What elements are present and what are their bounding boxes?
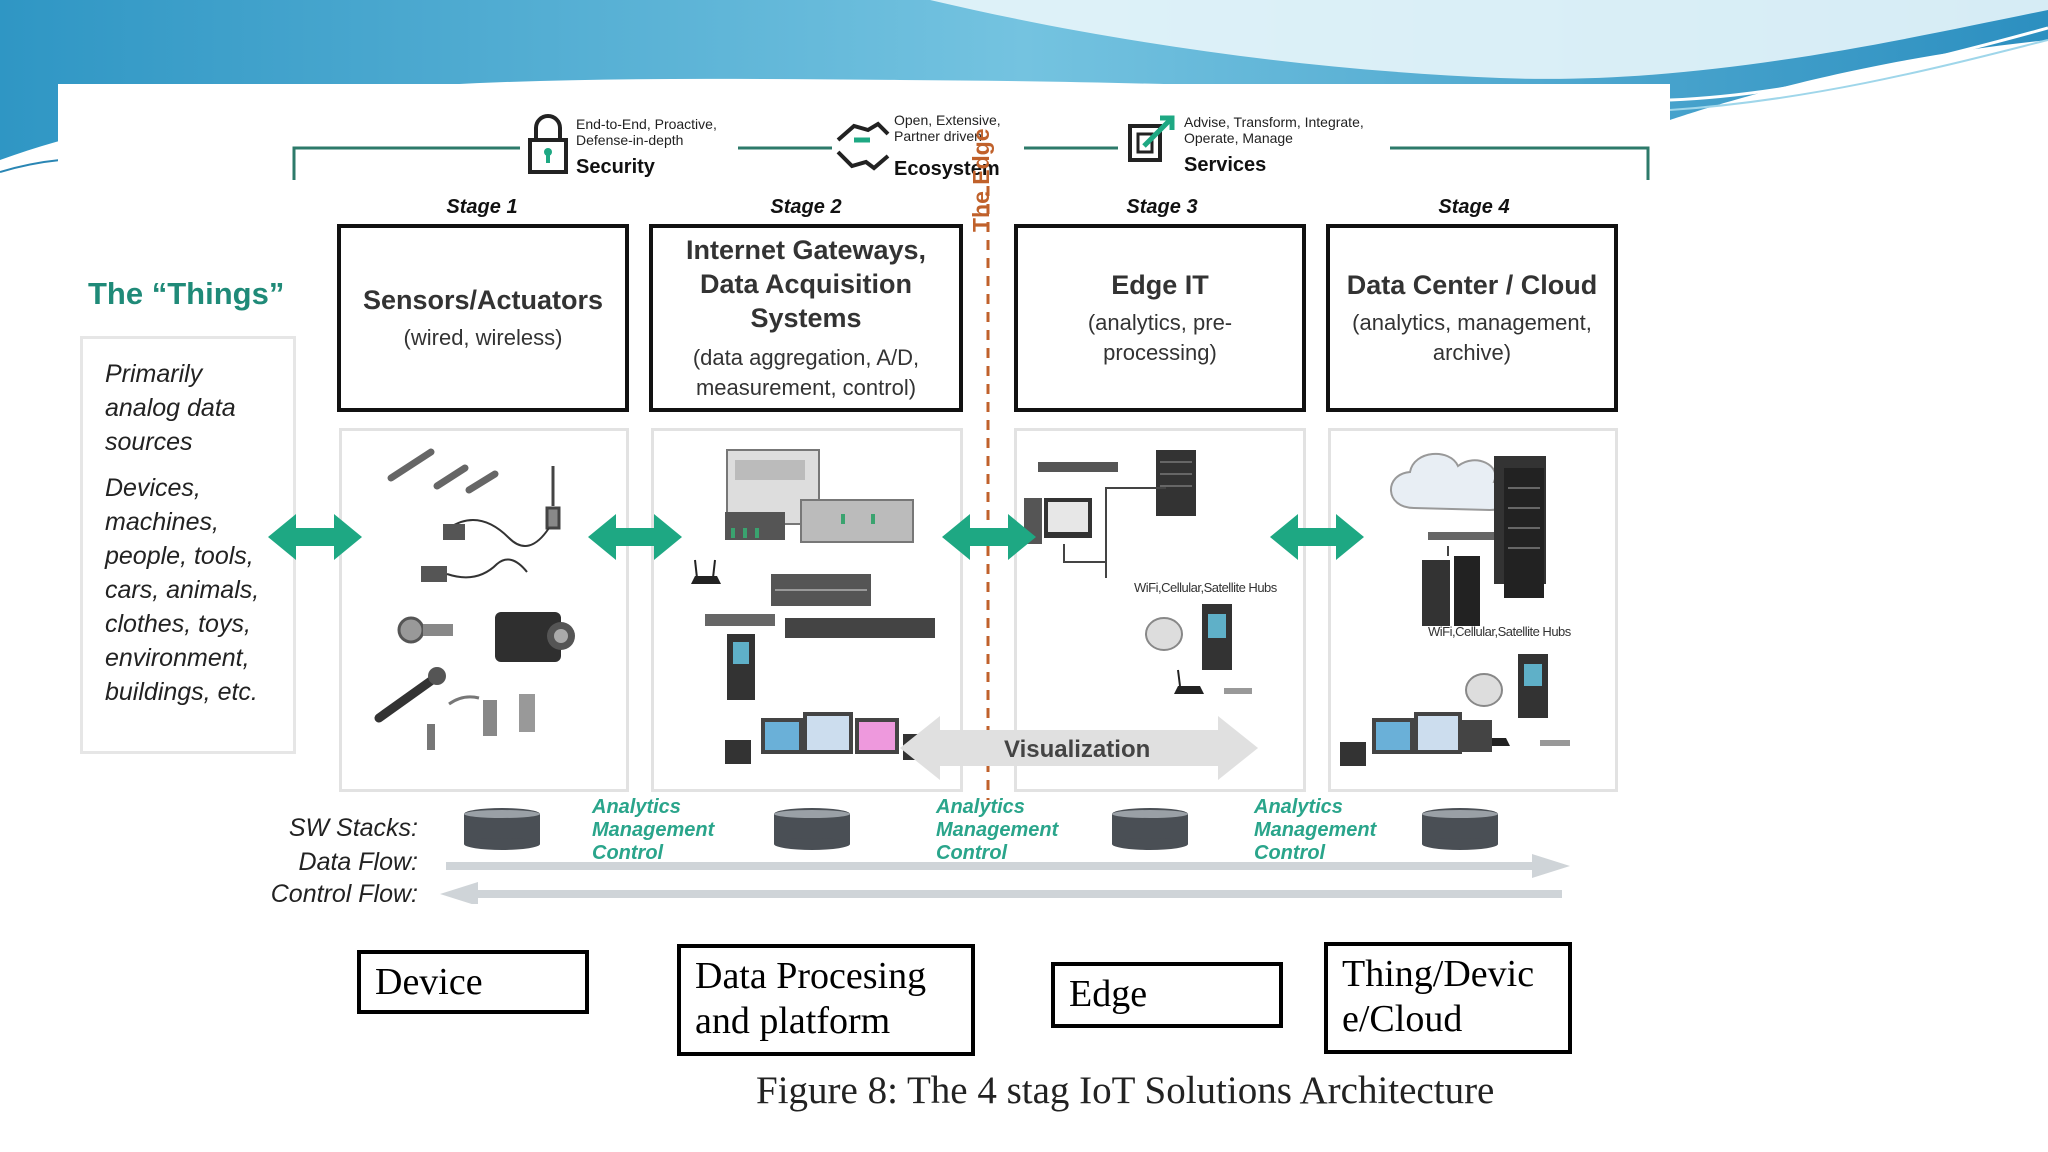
sensors-illustration — [374, 448, 575, 750]
security-label: Security — [576, 156, 655, 178]
sw-stack-cylinders — [464, 808, 1498, 850]
services-label: Services — [1184, 154, 1267, 176]
stage-1-subtitle: (wired, wireless) — [403, 325, 563, 350]
amc-management: Management — [936, 819, 1059, 841]
amc-analytics: Analytics — [936, 796, 1025, 818]
edge-label: The Edge — [968, 128, 994, 232]
stage-4-subtitle: (analytics, management, archive) — [1352, 310, 1592, 365]
services-arrow-icon — [1128, 115, 1175, 162]
amc-group-3: Analytics Management Control — [1254, 796, 1376, 865]
things-box: Primarily analog data sources Devices, m… — [80, 336, 296, 754]
ecosystem-desc: Open, Extensive, Partner driven — [894, 112, 1001, 144]
stage-4-label: Stage 4 — [1438, 196, 1510, 218]
gateways-illustration — [691, 449, 935, 764]
stage-4-title: Data Center / Cloud — [1346, 270, 1598, 300]
stage-2-box: Internet Gateways, Data Acquisition Syst… — [649, 224, 963, 412]
stage-3-label: Stage 3 — [1126, 196, 1198, 218]
edge-label-box: Edge — [1051, 962, 1283, 1028]
things-title: The “Things” — [88, 276, 285, 311]
thing-device-cloud-label-box: Thing/Device/Cloud — [1324, 942, 1572, 1054]
data-flow-label: Data Flow: — [298, 848, 418, 876]
control-flow-label: Control Flow: — [270, 880, 418, 908]
stage-1-box: Sensors/Actuators (wired, wireless) — [337, 224, 629, 412]
security-desc: End-to-End, Proactive, Defense-in-depth — [576, 116, 717, 148]
stage-4-box: Data Center / Cloud (analytics, manageme… — [1326, 224, 1618, 412]
stage-3-box: Edge IT (analytics, pre-processing) — [1014, 224, 1306, 412]
amc-group-1: Analytics Management Control — [592, 796, 714, 865]
data-processing-label-box: Data Procesing and platform — [677, 944, 975, 1056]
ecosystem-label: Ecosystem — [894, 158, 1000, 180]
device-label-box: Device — [357, 950, 589, 1014]
amc-control: Control — [936, 842, 1008, 864]
figure-caption: Figure 8: The 4 stag IoT Solutions Archi… — [756, 1069, 1495, 1112]
stage-2-label: Stage 2 — [770, 196, 842, 218]
amc-group-2: Analytics Management Control — [936, 796, 1058, 865]
amc-analytics: Analytics — [1254, 796, 1343, 818]
stage-2-title: Internet Gateways, Data Acquisition Syst… — [685, 235, 927, 333]
visualization-label: Visualization — [1004, 736, 1151, 763]
stage-3-subtitle: (analytics, pre-processing) — [1087, 310, 1233, 365]
things-analog-text: Primarily analog data sources — [105, 360, 236, 456]
stage-4-hub-label: WiFi,Cellular,Satellite Hubs — [1428, 624, 1571, 639]
stage-1-title: Sensors/Actuators — [362, 285, 604, 315]
amc-management: Management — [592, 819, 715, 841]
edge-it-illustration — [1024, 450, 1252, 694]
amc-management: Management — [1254, 819, 1377, 841]
amc-control: Control — [592, 842, 664, 864]
flow-arrows — [440, 854, 1570, 904]
amc-analytics: Analytics — [592, 796, 681, 818]
visualization-arrow — [900, 716, 1258, 780]
double-arrow-icon-4 — [1270, 514, 1364, 560]
cloud-datacenter-illustration — [1340, 452, 1570, 766]
stage-1-label: Stage 1 — [446, 196, 518, 218]
stage-3-title: Edge IT — [1111, 270, 1209, 300]
double-arrow-icon-2 — [588, 514, 682, 560]
stage-2-subtitle: (data aggregation, A/D, measurement, con… — [692, 345, 920, 400]
handshake-icon — [836, 121, 890, 171]
double-arrow-icon-3 — [942, 514, 1036, 560]
sw-stacks-label: SW Stacks: — [288, 814, 418, 842]
double-arrow-icon-1 — [268, 514, 362, 560]
services-desc: Advise, Transform, Integrate, Operate, M… — [1184, 114, 1364, 146]
slide-header-wave — [0, 0, 2048, 173]
things-devices-text: Devices, machines, people, tools, cars, … — [105, 474, 260, 706]
stage-3-hub-label: WiFi,Cellular,Satellite Hubs — [1134, 580, 1277, 595]
lock-icon — [528, 114, 568, 174]
amc-control: Control — [1254, 842, 1326, 864]
